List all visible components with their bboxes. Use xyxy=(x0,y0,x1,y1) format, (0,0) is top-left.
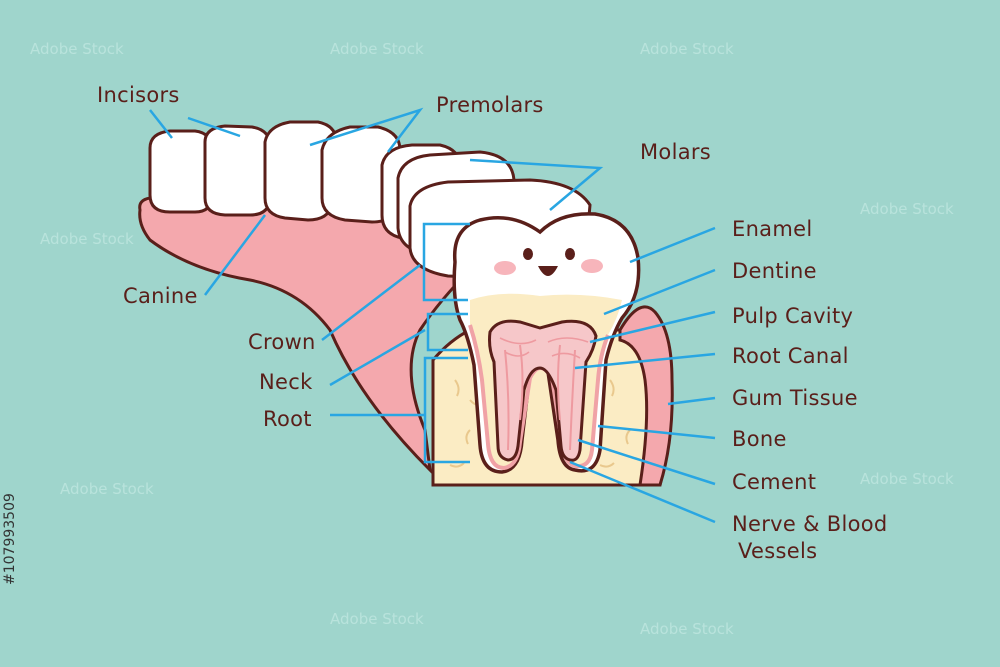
smile xyxy=(538,266,558,276)
label-nerve-blood-line2: Vessels xyxy=(738,539,818,563)
watermark-text: Adobe Stock xyxy=(330,610,424,628)
right-eye xyxy=(565,248,575,260)
label-pulp-cavity: Pulp Cavity xyxy=(732,304,854,328)
label-bone: Bone xyxy=(732,427,787,451)
left-eye xyxy=(523,248,533,260)
right-cheek xyxy=(581,259,603,273)
label-enamel: Enamel xyxy=(732,217,813,241)
watermark-text: Adobe Stock xyxy=(860,200,954,218)
root-canal xyxy=(504,344,576,451)
label-root: Root xyxy=(263,407,312,431)
gum-tissue xyxy=(618,305,674,487)
label-gum-tissue: Gum Tissue xyxy=(732,386,858,410)
watermark-text: Adobe Stock xyxy=(640,620,734,638)
watermark-text: Adobe Stock xyxy=(860,470,954,488)
watermark-text: Adobe Stock xyxy=(30,40,124,58)
label-dentine: Dentine xyxy=(732,259,817,283)
incisor-tooth xyxy=(203,124,272,217)
label-nerve-blood-line1: Nerve & Blood xyxy=(732,512,888,536)
watermark-text: Adobe Stock xyxy=(330,40,424,58)
label-crown: Crown xyxy=(248,330,316,354)
label-root-canal: Root Canal xyxy=(732,344,849,368)
incisor-tooth xyxy=(148,129,214,214)
label-neck: Neck xyxy=(259,370,313,394)
left-cheek xyxy=(494,261,516,275)
leader-lines xyxy=(149,107,716,524)
label-canine: Canine xyxy=(123,284,198,308)
watermark-text: Adobe Stock xyxy=(60,480,154,498)
watermark-text: Adobe Stock xyxy=(640,40,734,58)
watermark-text: Adobe Stock xyxy=(40,230,134,248)
label-incisors: Incisors xyxy=(97,83,180,107)
pulp-fibers xyxy=(499,337,589,359)
label-premolars: Premolars xyxy=(436,93,544,117)
label-cement: Cement xyxy=(732,470,817,494)
label-molars: Molars xyxy=(640,140,712,164)
